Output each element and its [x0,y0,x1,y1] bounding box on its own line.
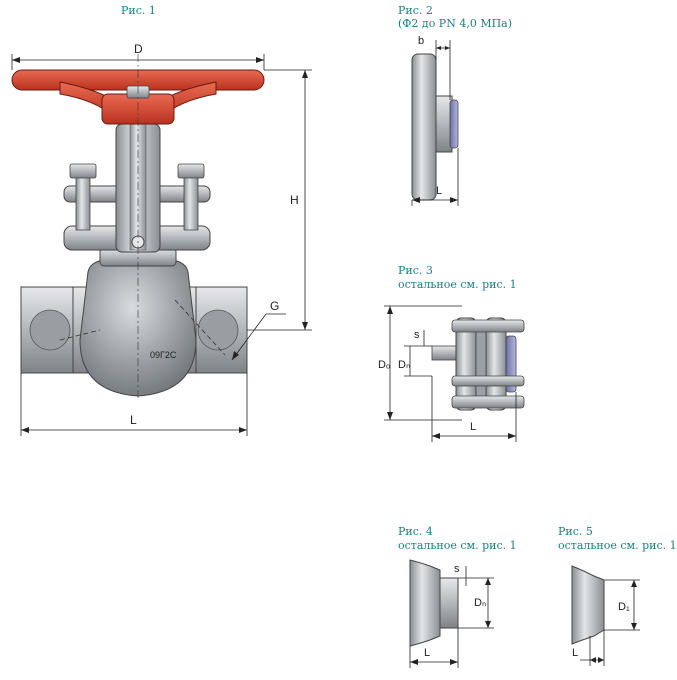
fig5-caption: Рис. 5 [558,525,593,538]
fig3-gasket [475,325,487,403]
yoke-left-nut [69,163,97,179]
fig5-body [571,565,605,645]
fig4-caption: Рис. 4 [398,525,433,538]
yoke-right-stud [183,169,199,231]
fig2-flange: b L [411,35,459,206]
fig5-socket-end: D₁ L [571,565,640,666]
body-marking: 09Г2С [150,350,177,360]
dim-H-label: H [290,193,299,207]
fig3-bolted-flange: Dₒ Dₙ s L [378,305,525,442]
fig3-pipe [431,345,457,361]
fig2-flange-disc [411,53,437,201]
leader-G-arrow [232,351,239,360]
fig1-valve: 09Г2С D H G [11,42,312,436]
fig4-note: остальное см. рис. 1 [398,539,517,552]
fig3-dim-s-label: s [414,329,420,341]
fig3-caption: Рис. 3 [398,264,433,277]
fig3-bolt-mid [451,375,525,387]
internal-dashed-left [59,299,226,356]
leader-G-label: G [270,299,279,313]
fig1-caption: Рис. 1 [121,4,156,17]
fig3-bolt-bottom [451,395,525,409]
fig4-dim-Dn-label: Dₙ [474,597,486,609]
fig5-dim-D1-label: D₁ [618,601,630,613]
left-socket-bore [29,309,71,351]
right-socket-bore [197,309,239,351]
yoke-right-nut [177,163,205,179]
dim-D-label: D [134,42,143,56]
fig4-dim-s-label: s [454,563,460,575]
fig3-dim-Dn-label: Dₙ [398,359,410,371]
fig5-dim-L-label: L [572,647,578,659]
fig2-seal-face [449,99,459,149]
dim-L-label: L [130,413,137,427]
fig2-dim-b-arrows [436,46,450,50]
yoke-left-stud [75,169,91,231]
fig2-caption: Рис. 2 [398,4,433,17]
fig3-dim-L-label: L [470,421,476,433]
fig5-note: остальное см. рис. 1 [558,539,677,552]
fig2-dim-L-label: L [436,185,442,197]
fig4-body [409,559,441,647]
fig5-dim-L-arrows [590,657,604,663]
fig2-dim-b-label: b [418,35,424,47]
fig4-weld-end: Dₙ s L [409,559,494,668]
fig3-dim-Do-label: Dₒ [378,359,390,371]
fig4-dim-L-label: L [424,647,430,659]
fig3-bolt-top [451,319,525,333]
fig3-note: остальное см. рис. 1 [398,278,517,291]
leader-G [231,313,286,361]
fig2-note: (Ф2 до PN 4,0 МПа) [398,17,513,30]
fig4-nozzle [439,577,459,629]
